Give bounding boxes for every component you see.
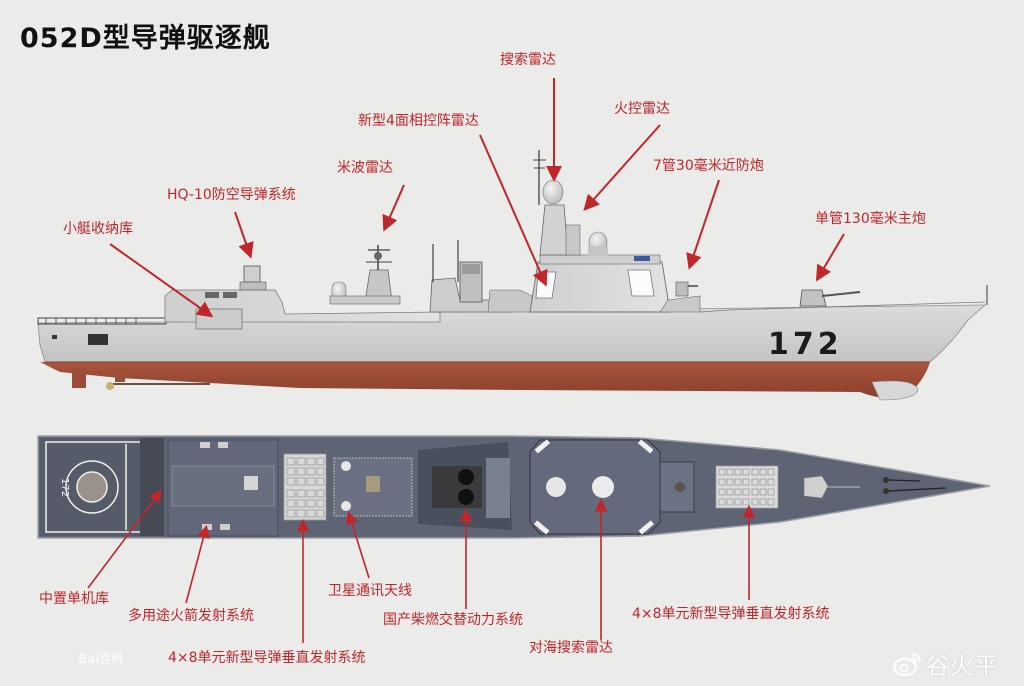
label-search-radar: 搜索雷达 bbox=[500, 52, 556, 68]
label-surface-search-radar: 对海搜索雷达 bbox=[529, 640, 613, 656]
label-fire-control-radar: 火控雷达 bbox=[614, 101, 670, 117]
weibo-username: 谷火平 bbox=[926, 652, 998, 680]
main-gun-turret bbox=[799, 289, 827, 307]
label-fwd-vls: 4×8单元新型导弹垂直发射系统 bbox=[632, 606, 830, 622]
phased-array-fwd bbox=[627, 269, 655, 297]
mast-tower bbox=[539, 204, 569, 256]
label-codad-propulsion: 国产柴燃交替动力系统 bbox=[383, 612, 523, 628]
label-meter-wave-radar: 米波雷达 bbox=[337, 160, 393, 176]
label-boat-storage: 小艇收纳库 bbox=[63, 221, 133, 237]
weibo-icon bbox=[892, 652, 921, 676]
ciws-mount bbox=[675, 281, 689, 297]
label-hangar: 中置单机库 bbox=[39, 591, 109, 607]
hull-number: 172 bbox=[768, 327, 843, 362]
page-title: 052D型导弹驱逐舰 bbox=[20, 23, 271, 54]
label-main-gun: 单管130毫米主炮 bbox=[815, 211, 926, 227]
label-phased-array-radar: 新型4面相控阵雷达 bbox=[358, 113, 479, 129]
label-aft-vls: 4×8单元新型导弹垂直发射系统 bbox=[168, 650, 366, 666]
fwd-vls-cells bbox=[715, 465, 779, 509]
funnel-exhausts bbox=[432, 466, 482, 508]
weibo-watermark: 谷火平 bbox=[892, 646, 998, 681]
label-satcom-antenna: 卫星通讯天线 bbox=[328, 583, 412, 599]
baidu-watermark: Bai百科 bbox=[78, 652, 124, 666]
label-rocket-launcher: 多用途火箭发射系统 bbox=[128, 608, 254, 624]
bow-bulb bbox=[871, 380, 919, 401]
label-hq10: HQ-10防空导弹系统 bbox=[167, 187, 296, 203]
main-gun-top bbox=[803, 475, 829, 499]
hull-bottom bbox=[40, 362, 930, 399]
label-ciws: 7管30毫米近防炮 bbox=[653, 158, 764, 174]
deck-marking: 172 bbox=[59, 478, 70, 497]
